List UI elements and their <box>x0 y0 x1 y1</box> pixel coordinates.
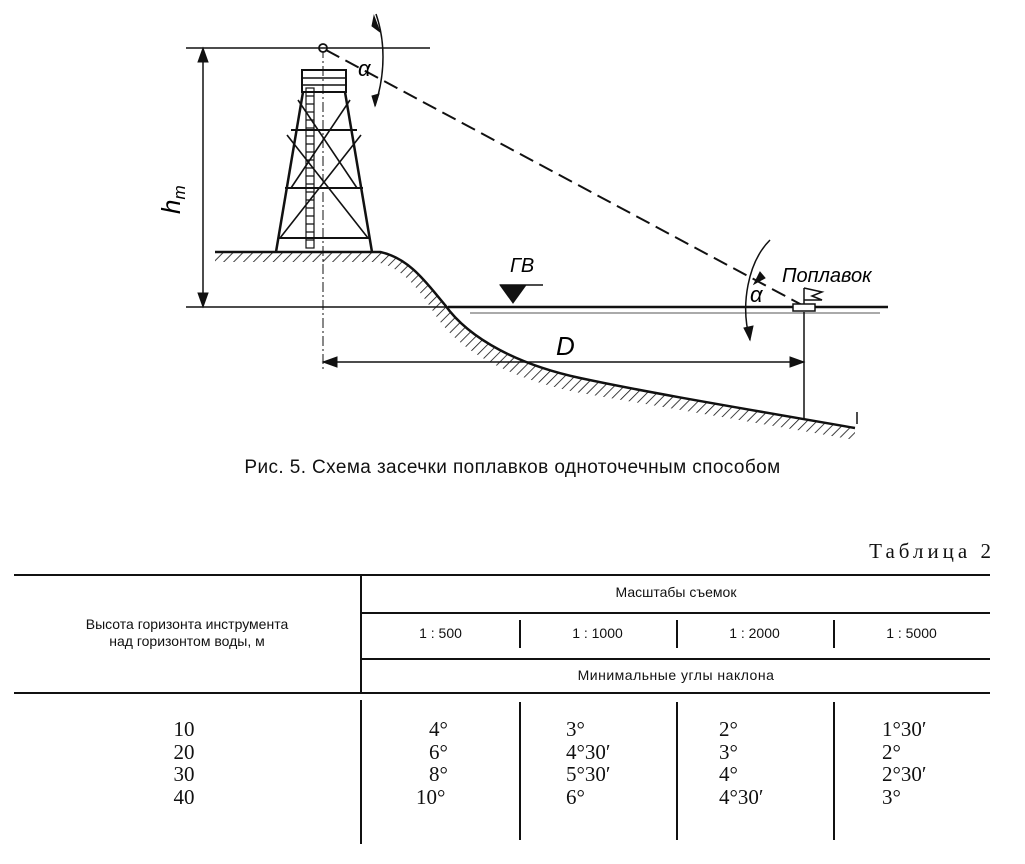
column-separator <box>833 702 835 840</box>
survey-tower <box>274 43 374 372</box>
figure-caption: Рис. 5. Схема засечки поплавков одноточе… <box>244 457 781 478</box>
angles-column-2000: 2° 3° 4° 4°30′ <box>719 718 819 808</box>
angle-cell: 6° <box>429 739 448 764</box>
scale-separator <box>519 620 521 648</box>
heights-column: 10 20 30 40 <box>144 718 224 808</box>
angle-cell: 3° <box>719 739 738 764</box>
height-cell: 20 <box>173 739 195 764</box>
angle-cell: 4°30′ <box>566 739 611 764</box>
column-separator <box>676 702 678 840</box>
angle-cell: 5°30′ <box>566 762 611 786</box>
angle-cell: 4° <box>429 717 448 741</box>
bottom-angle-marker <box>743 239 771 342</box>
scale-header-500: 1 : 500 <box>419 625 462 641</box>
water-level-label: ГВ <box>510 255 534 277</box>
group-header: Масштабы съемок <box>615 584 737 600</box>
table-top-rule <box>14 574 990 576</box>
table-title: Таблица 2 <box>869 539 995 563</box>
float-marker <box>792 287 825 312</box>
row-header: Высота горизонта инструмента над горизон… <box>85 616 289 649</box>
scale-header-5000: 1 : 5000 <box>886 625 937 641</box>
angle-cell: 1°30′ <box>882 717 927 741</box>
angle-cell: 6° <box>566 784 585 809</box>
scale-separator <box>833 620 835 648</box>
distance-dimension <box>321 312 806 420</box>
distance-label: D <box>556 331 575 361</box>
riverbank-ground <box>215 250 858 440</box>
data-table: Высота горизонта инструмента над горизон… <box>14 574 990 844</box>
float-label: Поплавок <box>782 265 873 287</box>
angle-cell: 10° <box>416 784 446 809</box>
water-level-marker <box>499 284 543 304</box>
body-divider <box>360 700 362 844</box>
angle-cell: 2°30′ <box>882 762 927 786</box>
angle-cell: 4° <box>719 762 738 786</box>
angles-column-500: 4° 6° 8° 10° <box>416 718 506 808</box>
height-label: hт <box>156 185 189 214</box>
angle-cell: 4°30′ <box>719 784 764 809</box>
top-angle-marker <box>371 13 384 108</box>
column-separator <box>519 702 521 840</box>
angles-column-1000: 3° 4°30′ 5°30′ 6° <box>566 718 666 808</box>
group-rule <box>361 612 990 614</box>
height-cell: 30 <box>173 762 195 786</box>
header-divider <box>360 576 362 692</box>
height-cell: 10 <box>173 717 195 741</box>
angle-cell: 8° <box>429 762 448 786</box>
survey-diagram: hт α α ГВ Поплавок D <box>156 13 888 440</box>
water-surface <box>448 305 888 314</box>
top-angle-label: α <box>358 56 372 81</box>
header-bottom-rule <box>14 692 990 694</box>
angle-cell: 3° <box>566 717 585 741</box>
angle-cell: 3° <box>882 784 901 809</box>
bottom-angle-label: α <box>750 282 764 307</box>
angles-column-5000: 1°30′ 2° 2°30′ 3° <box>882 718 982 808</box>
height-dimension <box>186 46 448 309</box>
scale-header-1000: 1 : 1000 <box>572 625 623 641</box>
scale-header-2000: 1 : 2000 <box>729 625 780 641</box>
sub-header: Минимальные углы наклона <box>577 667 775 683</box>
scale-separator <box>676 620 678 648</box>
height-cell: 40 <box>173 784 195 809</box>
angle-cell: 2° <box>882 739 901 764</box>
scales-rule <box>361 658 990 660</box>
angle-cell: 2° <box>719 717 738 741</box>
sight-line <box>325 49 803 306</box>
